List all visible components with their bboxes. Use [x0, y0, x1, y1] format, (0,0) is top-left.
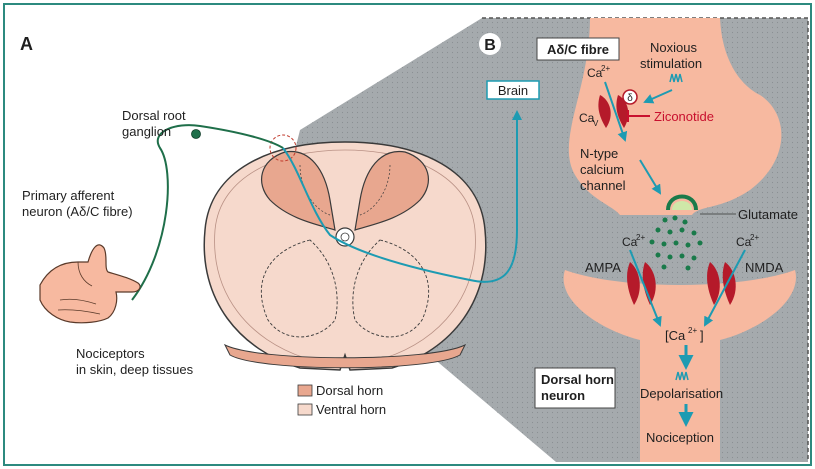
ca-left-sup: 2+: [636, 233, 645, 242]
dh-neuron-line2: neuron: [541, 388, 585, 403]
ntype-line2: calcium: [580, 162, 624, 177]
ntype-line1: N-type: [580, 146, 618, 161]
ca-top-sup: 2+: [601, 64, 610, 73]
alpha-subunit-label: δ: [627, 93, 633, 104]
afferent-label-line2: neuron (Aδ/C fibre): [22, 204, 133, 219]
nociceptors-label-line1: Nociceptors: [76, 346, 145, 361]
brain-label: Brain: [498, 83, 528, 98]
ca-right-sup: 2+: [750, 233, 759, 242]
noxious-line1: Noxious: [650, 40, 697, 55]
nociception-label: Nociception: [646, 430, 714, 445]
panel-a-letter: A: [20, 34, 33, 54]
panel-b-letter-box: B: [479, 33, 501, 55]
ca-conc-close: ]: [700, 328, 704, 343]
legend-ventral-horn: Ventral horn: [316, 402, 386, 417]
ganglion-cell-body: [192, 130, 201, 139]
legend-swatch-ventral: [298, 404, 312, 415]
brain-box: Brain: [487, 81, 539, 99]
ziconotide-label: Ziconotide: [654, 109, 714, 124]
noxious-line2: stimulation: [640, 56, 702, 71]
ampa-label: AMPA: [585, 260, 621, 275]
legend-dorsal-horn: Dorsal horn: [316, 383, 383, 398]
ntype-line3: channel: [580, 178, 626, 193]
afferent-label-line1: Primary afferent: [22, 188, 115, 203]
legend-swatch-dorsal: [298, 385, 312, 396]
spinal-cord-section: [204, 135, 486, 370]
nmda-label: NMDA: [745, 260, 784, 275]
nociceptors-label-line2: in skin, deep tissues: [76, 362, 194, 377]
glutamate-label: Glutamate: [738, 207, 798, 222]
drg-label-line2: ganglion: [122, 124, 171, 139]
cav-sub: V: [593, 119, 599, 128]
ca-conc-open: [Ca: [665, 328, 686, 343]
ca-conc-sup: 2+: [688, 326, 697, 335]
drg-label-line1: Dorsal root: [122, 108, 186, 123]
depolarisation-label: Depolarisation: [640, 386, 723, 401]
panel-b-letter: B: [484, 37, 496, 54]
fibre-label: Aδ/C fibre: [547, 42, 609, 57]
dh-neuron-line1: Dorsal horn: [541, 372, 614, 387]
